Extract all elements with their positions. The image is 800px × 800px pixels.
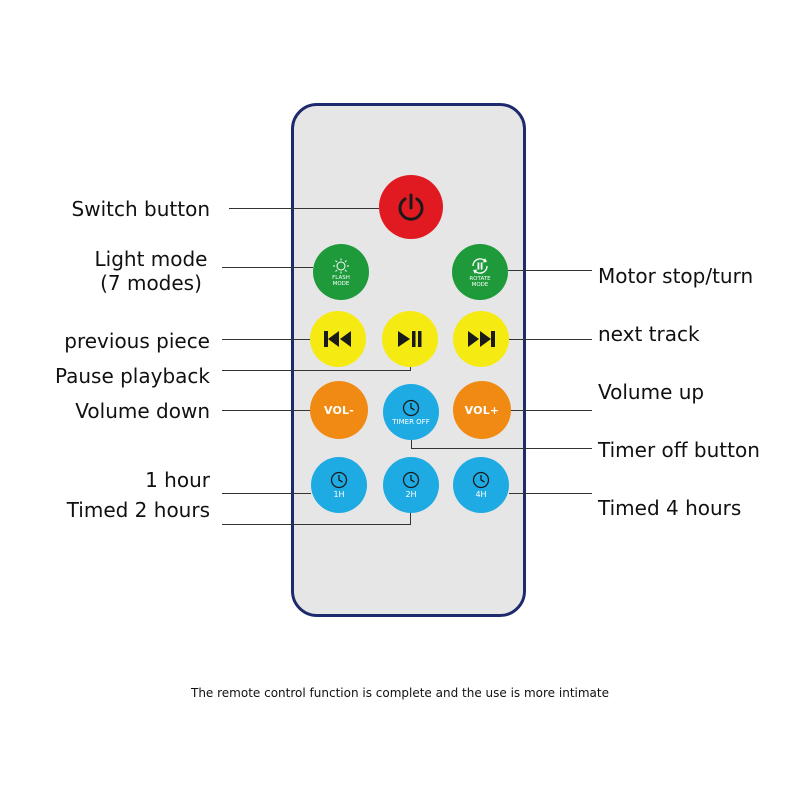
next-icon — [468, 331, 495, 347]
label-four-hours: Timed 4 hours — [598, 496, 742, 520]
next-button[interactable] — [453, 311, 509, 367]
leader-line-switch — [229, 208, 379, 209]
timer-2h-label: 2H — [405, 490, 417, 499]
play-pause-icon — [398, 331, 422, 347]
timer-4h-button[interactable]: 4H — [453, 457, 509, 513]
label-previous-piece: previous piece — [64, 329, 210, 353]
label-timer-off-button: Timer off button — [598, 438, 760, 462]
power-button[interactable] — [379, 175, 443, 239]
volume-down-label: VOL- — [323, 403, 355, 417]
clock-icon — [402, 399, 420, 416]
label-switch-button: Switch button — [71, 197, 210, 221]
leader-line-pause — [222, 370, 411, 371]
label-volume-up: Volume up — [598, 380, 705, 404]
label-one-hour: 1 hour — [145, 468, 210, 492]
leader-line-next — [509, 339, 592, 340]
clock-icon — [330, 471, 348, 489]
label-motor-stop-turn: Motor stop/turn — [598, 264, 754, 288]
play-pause-button[interactable] — [382, 311, 438, 367]
clock-icon — [402, 471, 420, 489]
leader-line-volume-up — [511, 410, 592, 411]
leader-line-two-hours — [222, 524, 411, 525]
leader-line-timer-off-vertical — [411, 440, 412, 449]
volume-down-button[interactable]: VOL- — [310, 381, 368, 439]
rotate-mode-label: ROTATE MODE — [469, 275, 491, 288]
previous-icon — [324, 331, 351, 347]
volume-up-label: VOL+ — [464, 403, 500, 417]
timer-off-button[interactable]: TIMER OFF — [383, 384, 439, 440]
label-light-mode: Light mode (7 modes) — [94, 247, 208, 295]
previous-button[interactable] — [310, 311, 366, 367]
timer-1h-label: 1H — [333, 490, 345, 499]
label-pause-playback: Pause playback — [54, 364, 210, 388]
sun-icon — [333, 258, 349, 273]
leader-line-four-hours — [509, 493, 592, 494]
rotate-mode-button[interactable]: ROTATE MODE — [452, 244, 508, 300]
rotate-icon — [472, 257, 488, 274]
leader-line-pause-vertical — [410, 367, 411, 371]
label-two-hours: Timed 2 hours — [66, 498, 210, 522]
clock-icon — [472, 471, 490, 489]
leader-line-motor — [508, 270, 592, 271]
leader-line-two-hours-vertical — [410, 513, 411, 525]
leader-line-previous — [222, 339, 310, 340]
timer-1h-button[interactable]: 1H — [311, 457, 367, 513]
timer-2h-button[interactable]: 2H — [383, 457, 439, 513]
caption: The remote control function is complete … — [191, 686, 609, 700]
timer-off-label: TIMER OFF — [392, 417, 430, 426]
leader-line-volume-down — [222, 410, 310, 411]
leader-line-timer-off — [411, 448, 592, 449]
timer-4h-label: 4H — [475, 490, 487, 499]
label-volume-down: Volume down — [75, 399, 210, 423]
volume-up-button[interactable]: VOL+ — [453, 381, 511, 439]
leader-line-light-mode — [222, 267, 313, 268]
label-next-track: next track — [598, 322, 700, 346]
power-icon — [398, 193, 424, 221]
flash-mode-label: FLASH MODE — [332, 274, 350, 287]
leader-line-one-hour — [222, 493, 311, 494]
flash-mode-button[interactable]: FLASH MODE — [313, 244, 369, 300]
